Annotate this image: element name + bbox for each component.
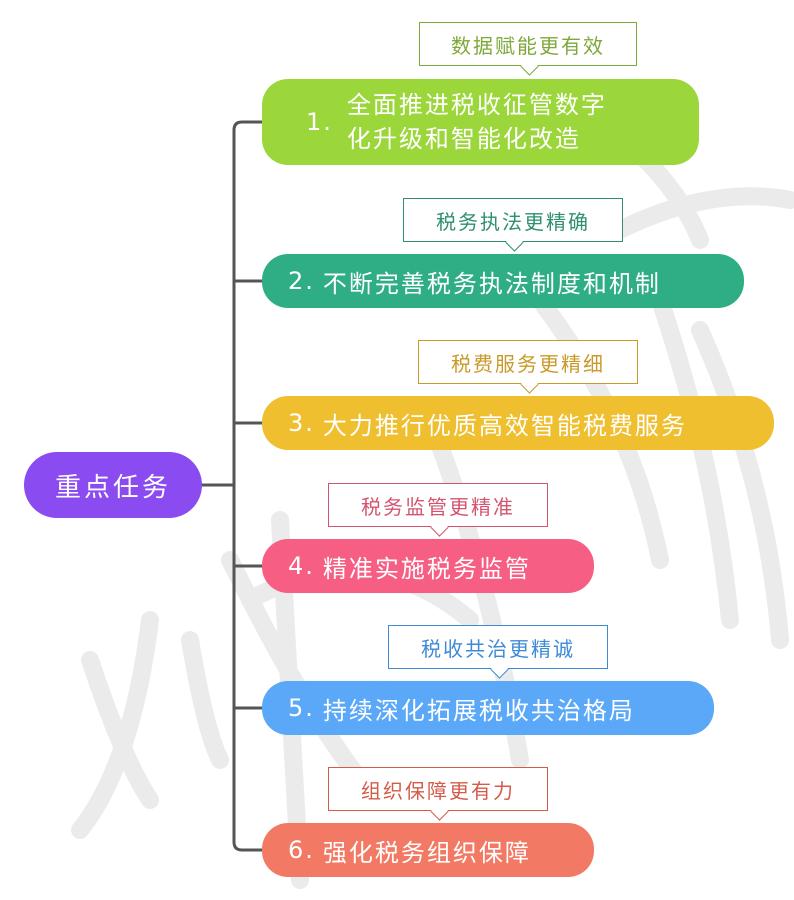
branch-6-number: 6. [288,836,315,864]
branch-4-number: 4. [288,552,315,580]
branch-5-note-text: 税收共治更精诚 [421,636,575,661]
branch-6-note: 组织保障更有力 [328,767,548,821]
root-label: 重点任务 [54,472,171,503]
branch-3: 3. 大力推行优质高效智能税费服务 [262,396,774,450]
branch-5-number: 5. [288,694,315,722]
branch-2-label: 不断完善税务执法制度和机制 [322,269,661,298]
branch-6-label: 强化税务组织保障 [322,838,531,867]
branch-1: 1. 全面推进税收征管数字 化升级和智能化改造 [262,79,699,165]
branch-3-number: 3. [288,409,315,437]
connector-path [200,120,264,852]
branch-6-note-text: 组织保障更有力 [361,778,515,803]
branch-1-line-2: 化升级和智能化改造 [346,125,581,153]
branch-4-note: 税务监管更精准 [328,483,548,537]
branch-5: 5. 持续深化拓展税收共治格局 [262,681,714,735]
branch-1-note-text: 数据赋能更有效 [451,33,605,58]
root-node: 重点任务 [24,452,202,518]
branch-4-label: 精准实施税务监管 [322,554,531,583]
branch-3-note-text: 税费服务更精细 [451,351,605,376]
branch-6: 6. 强化税务组织保障 [262,823,594,877]
branch-2: 2. 不断完善税务执法制度和机制 [262,254,744,308]
branch-2-number: 2. [288,267,315,295]
branch-4-note-text: 税务监管更精准 [361,494,515,519]
branch-3-label: 大力推行优质高效智能税费服务 [322,411,687,440]
branch-1-number: 1. [306,108,333,136]
branch-5-label: 持续深化拓展税收共治格局 [322,696,635,725]
branch-1-line-1: 全面推进税收征管数字 [346,91,607,119]
branch-1-note: 数据赋能更有效 [419,22,637,76]
branch-3-note: 税费服务更精细 [418,340,638,394]
branch-5-note: 税收共治更精诚 [388,625,608,679]
branch-2-note-text: 税务执法更精确 [436,209,590,234]
branch-4: 4. 精准实施税务监管 [262,539,594,593]
branch-2-note: 税务执法更精确 [403,198,623,252]
